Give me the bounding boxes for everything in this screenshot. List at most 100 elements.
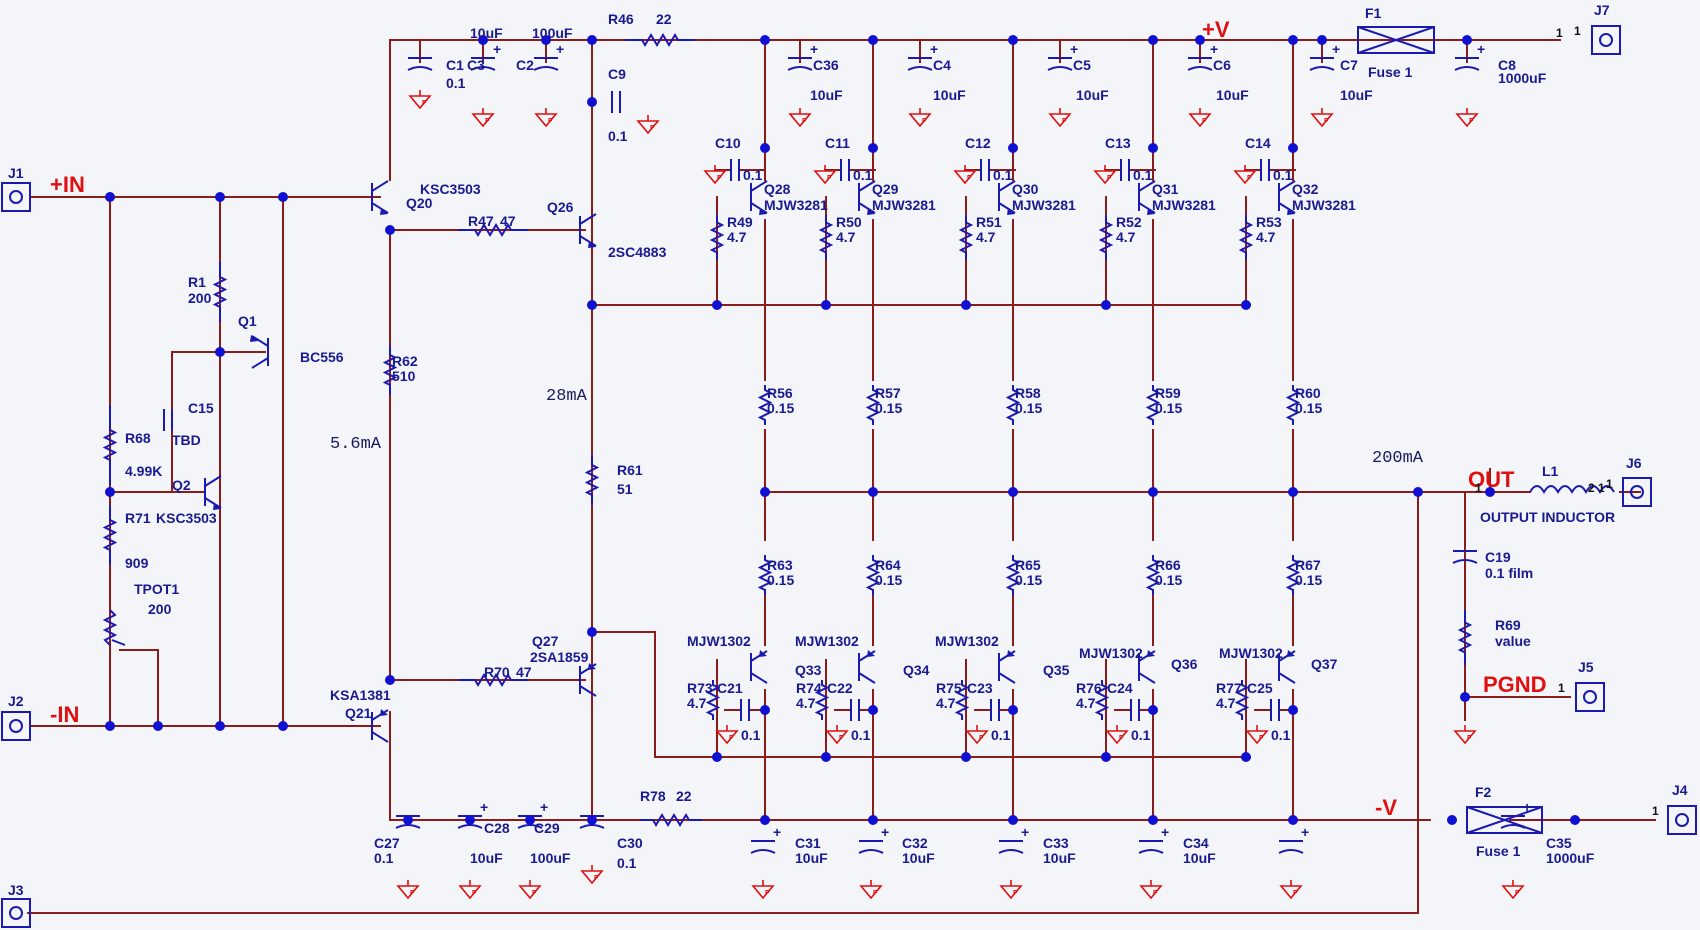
- capacitor-plate: [858, 849, 884, 854]
- resistor: [382, 345, 398, 395]
- transistor-arrow: [1147, 650, 1155, 657]
- capacitor-value: 0.1: [1271, 727, 1291, 743]
- wire: [591, 631, 1251, 758]
- ground-label: F: [1247, 175, 1252, 182]
- capacitor-plate: [1278, 849, 1304, 854]
- junction-dot: [1148, 705, 1158, 715]
- transistor-part: MJW3281: [872, 197, 936, 213]
- polarity-mark: +: [1070, 41, 1078, 57]
- ground-label: F: [1293, 890, 1298, 897]
- resistor: [1098, 215, 1114, 260]
- junction-dot: [385, 225, 395, 235]
- ground-label: F: [650, 125, 655, 132]
- transistor-lead: [750, 650, 768, 662]
- component-ref: R70: [484, 664, 510, 680]
- inductor-pins: 2 1: [1588, 481, 1605, 495]
- transistor-lead: [750, 180, 768, 192]
- polarity-mark: +: [480, 799, 488, 815]
- junction-dot: [868, 35, 878, 45]
- capacitor-plate: [579, 824, 605, 829]
- transistor-lead: [579, 663, 597, 675]
- capacitor-plate: [1452, 559, 1478, 564]
- transistor-lead: [1278, 180, 1296, 192]
- resistor: [1285, 555, 1301, 595]
- junction-dot: [1148, 143, 1158, 153]
- transistor-part: MJW3281: [1152, 197, 1216, 213]
- ground-icon: [471, 108, 495, 128]
- ground-label: F: [1469, 118, 1474, 125]
- transistor-lead: [371, 731, 389, 743]
- ground-label: F: [1515, 890, 1520, 897]
- resistor: [757, 385, 773, 425]
- junction-dot: [105, 487, 115, 497]
- capacitor-ref: C25: [1247, 680, 1273, 696]
- component-value: 51: [617, 481, 633, 497]
- resistor-ref: R56: [767, 385, 793, 401]
- fuse-cross: [1466, 806, 1543, 834]
- component-value: 2SA1859: [530, 649, 589, 665]
- component-ref: R62: [392, 353, 418, 369]
- junction-dot: [1195, 35, 1205, 45]
- component-ref: 909: [125, 555, 149, 571]
- junction-dot: [1288, 35, 1298, 45]
- junction-dot: [1241, 752, 1251, 762]
- resistor-ref: R73: [687, 680, 713, 696]
- connector-box: [1575, 682, 1605, 712]
- junction-dot: [1288, 487, 1298, 497]
- ground-icon: [408, 90, 432, 110]
- capacitor-ref: C21: [717, 680, 743, 696]
- capacitor-ref: C30: [617, 835, 643, 851]
- capacitor-ref: C24: [1107, 680, 1133, 696]
- capacitor-value: 0.1: [991, 727, 1011, 743]
- transistor-part: MJW1302: [935, 633, 999, 649]
- resistor-value: 4.7: [936, 695, 956, 711]
- connector-box: [1, 898, 31, 928]
- connector-pin-icon: [1675, 813, 1689, 827]
- junction-dot: [1148, 35, 1158, 45]
- component-value: 4.99K: [125, 463, 162, 479]
- transistor-lead: [1138, 180, 1156, 192]
- transistor-arrow: [759, 208, 767, 215]
- resistor: [102, 405, 118, 485]
- transistor-arrow: [250, 335, 258, 342]
- capacitor-ref: C35: [1546, 835, 1572, 851]
- transistor-lead: [858, 202, 876, 214]
- component-ref: Q20: [406, 195, 433, 211]
- ground-icon: [1279, 880, 1303, 900]
- component-ref: TPOT1: [134, 581, 179, 597]
- resistor-value: 4.7: [727, 229, 747, 245]
- transistor-part: MJW3281: [1292, 197, 1356, 213]
- transistor-lead: [579, 235, 597, 247]
- resistor: [814, 680, 830, 720]
- capacitor-ref: C5: [1073, 57, 1091, 73]
- connector-ref: J5: [1578, 659, 1594, 675]
- resistor-ref: R66: [1155, 557, 1181, 573]
- capacitor-value: 0.1: [1133, 167, 1153, 183]
- connector-box: [1591, 25, 1621, 55]
- capacitor-value: 10uF: [1216, 87, 1249, 103]
- transistor-part: MJW1302: [1079, 645, 1143, 661]
- capacitor-value: 10uF: [1340, 87, 1373, 103]
- junction-dot: [1447, 815, 1457, 825]
- resistor: [1005, 555, 1021, 595]
- capacitor-value: 0.1: [446, 75, 466, 91]
- polarity-mark: +: [493, 41, 501, 57]
- connector-ref: J7: [1594, 2, 1610, 18]
- ground-label: F: [873, 890, 878, 897]
- ground-icon: [518, 880, 542, 900]
- capacitor-value: 0.1: [1131, 727, 1151, 743]
- component-ref: C19: [1485, 549, 1511, 565]
- resistor: [584, 455, 600, 505]
- junction-dot: [1008, 705, 1018, 715]
- capacitor-ref: C28: [484, 820, 510, 836]
- transistor-lead: [998, 202, 1016, 214]
- junction-dot: [1101, 300, 1111, 310]
- ground-icon: [859, 880, 883, 900]
- rail-label-minus-in: -IN: [50, 702, 79, 727]
- capacitor-ref: C13: [1105, 135, 1131, 151]
- polarity-mark: +: [1523, 799, 1531, 815]
- resistor: [1145, 555, 1161, 595]
- transistor-part: MJW3281: [764, 197, 828, 213]
- ground-label: F: [594, 875, 599, 882]
- resistor: [1005, 385, 1021, 425]
